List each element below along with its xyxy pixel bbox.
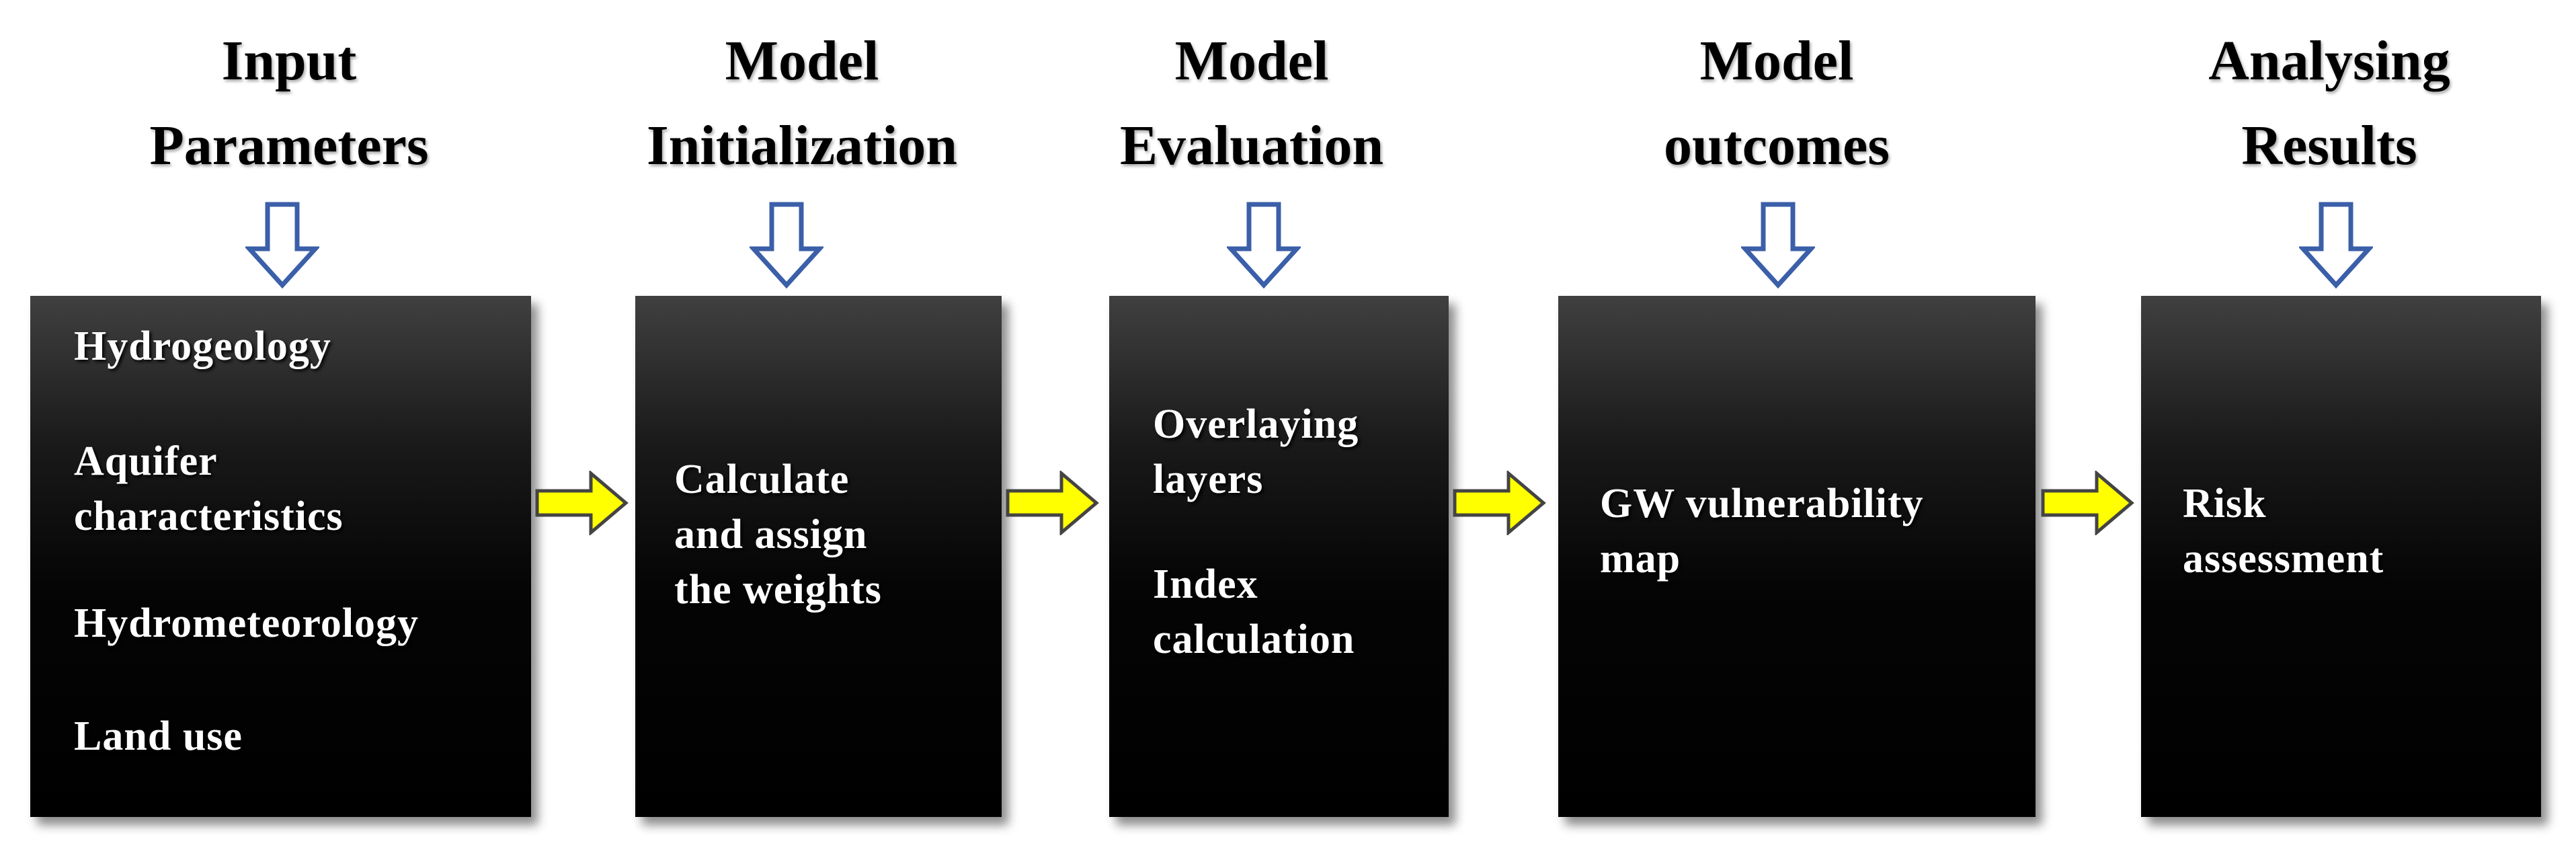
down-arrow-icon — [1227, 202, 1301, 289]
header-line-1: Input — [221, 30, 357, 92]
header-line-1: Model — [725, 30, 879, 92]
stage-box-model-outcomes: GW vulnerability map — [1558, 296, 2036, 817]
header-line-2: Results — [2241, 114, 2417, 177]
stage-header-input-parameters: Input Parameters — [149, 19, 428, 188]
item-index-calculation: Index calculation — [1153, 561, 1355, 662]
item-overlaying-layers: Overlaying layers — [1153, 401, 1359, 502]
right-arrow-icon — [2041, 471, 2134, 535]
right-arrow-icon — [1453, 471, 1546, 535]
stage-header-model-outcomes: Model outcomes — [1664, 19, 1890, 188]
stage-box-model-initialization: Calculate and assign the weights — [635, 296, 1002, 817]
header-line-1: Analysing — [2208, 30, 2450, 92]
header-line-2: outcomes — [1664, 114, 1890, 177]
item-land-use: Land use — [74, 713, 243, 759]
stage-header-model-evaluation: Model Evaluation — [1120, 19, 1383, 188]
down-arrow-icon — [1741, 202, 1815, 289]
stage-header-model-initialization: Model Initialization — [647, 19, 957, 188]
stage-box-input-parameters: Hydrogeology Aquifer characteristics Hyd… — [30, 296, 531, 817]
header-line-2: Evaluation — [1119, 114, 1384, 177]
right-arrow-icon — [1006, 471, 1099, 535]
stage-box-analysing-results: Risk assessment — [2141, 296, 2541, 817]
item-aquifer-characteristics: Aquifer characteristics — [74, 438, 344, 539]
down-arrow-icon — [750, 202, 823, 289]
item-hydrometeorology: Hydrometeorology — [74, 600, 419, 646]
header-line-2: Initialization — [646, 114, 958, 177]
item-risk-assessment: Risk assessment — [2183, 481, 2384, 582]
stage-box-model-evaluation: Overlaying layers Index calculation — [1109, 296, 1449, 817]
header-line-1: Model — [1174, 30, 1329, 92]
item-calculate-weights: Calculate and assign the weights — [674, 457, 882, 613]
right-arrow-icon — [535, 471, 629, 535]
down-arrow-icon — [2299, 202, 2373, 289]
item-gw-vulnerability-map: GW vulnerability map — [1600, 481, 1924, 582]
down-arrow-icon — [245, 202, 319, 289]
header-line-2: Parameters — [149, 114, 429, 177]
stage-header-analysing-results: Analysing Results — [2208, 19, 2450, 188]
header-line-1: Model — [1699, 30, 1854, 92]
item-hydrogeology: Hydrogeology — [74, 323, 331, 369]
